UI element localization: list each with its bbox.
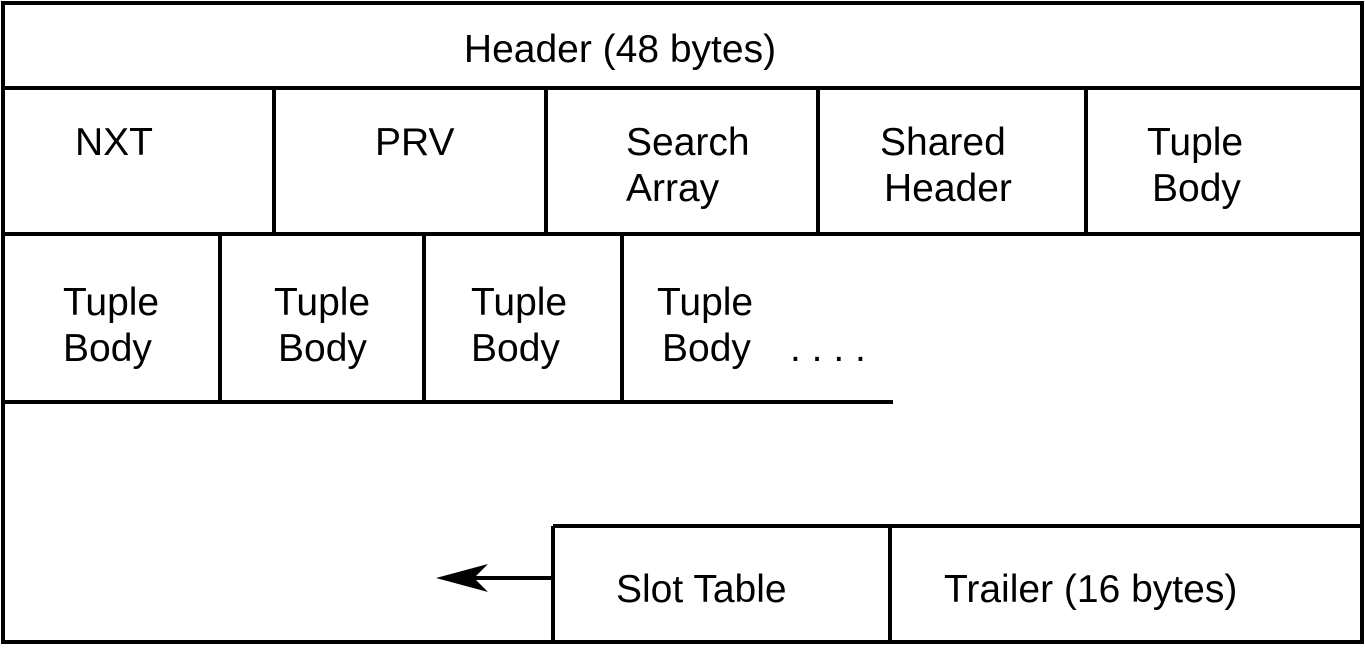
tuple-body-1-line1: Tuple	[63, 281, 159, 324]
search-array-line2: Array	[626, 167, 720, 210]
tuple-body-4-line1: Tuple	[657, 281, 753, 324]
tuple-body-line2: Body	[1152, 167, 1241, 210]
tuple-body-2-line1: Tuple	[274, 281, 370, 324]
shared-header-line1: Shared	[880, 121, 1006, 164]
header-label: Header (48 bytes)	[464, 28, 776, 71]
prv-label: PRV	[375, 121, 455, 164]
slot-table-label: Slot Table	[616, 568, 787, 611]
shared-header-line2: Header	[884, 167, 1012, 210]
tuple-body-4-line2: Body	[662, 327, 751, 370]
tuple-body-2-line2: Body	[278, 327, 367, 370]
tuple-body-line1: Tuple	[1147, 121, 1243, 164]
growth-arrow-icon	[436, 564, 488, 592]
search-array-line1: Search	[626, 121, 750, 164]
tuple-body-3-line1: Tuple	[471, 281, 567, 324]
nxt-label: NXT	[75, 121, 153, 164]
tuple-body-1-line2: Body	[63, 327, 152, 370]
ellipsis: . . . .	[790, 327, 866, 370]
trailer-label: Trailer (16 bytes)	[944, 568, 1237, 611]
tuple-body-3-line2: Body	[471, 327, 560, 370]
